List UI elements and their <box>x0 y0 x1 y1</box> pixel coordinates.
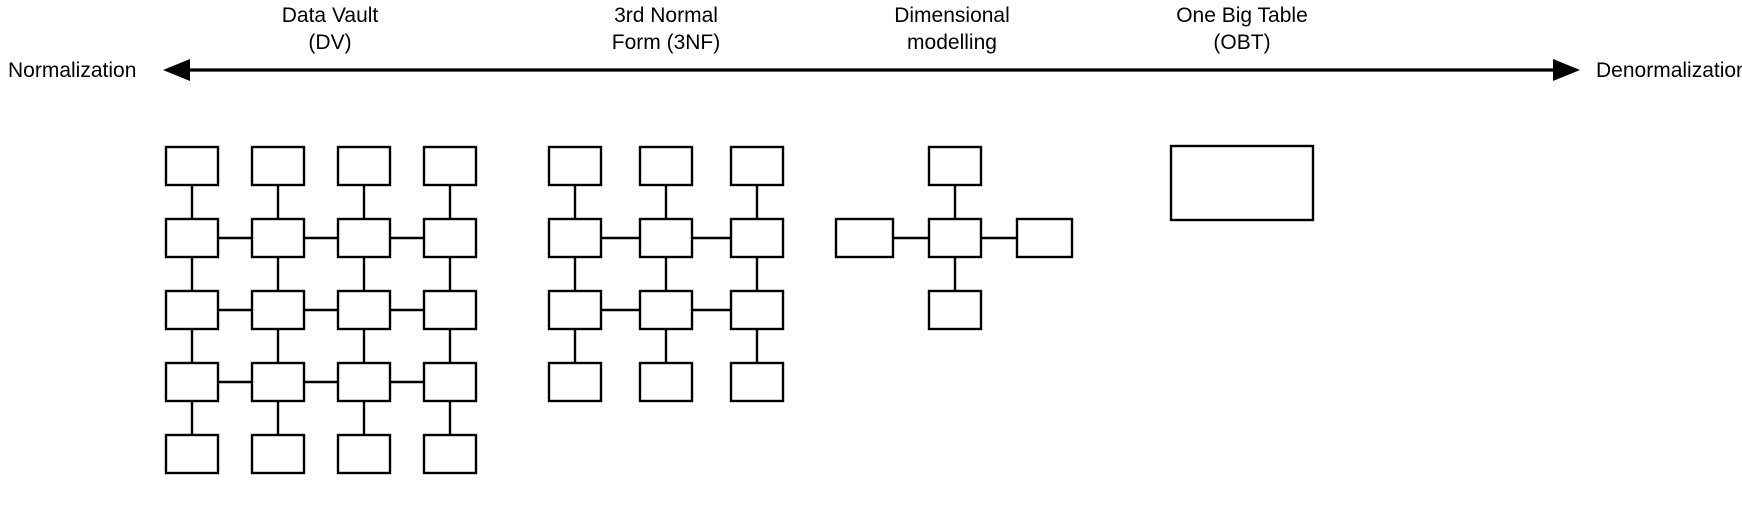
table-node[interactable] <box>336 289 392 331</box>
table-node[interactable] <box>250 361 306 403</box>
obt-node[interactable] <box>1169 144 1315 222</box>
column-title-dimensional-line1: Dimensional <box>894 4 1010 27</box>
column-title-3nf-line1: 3rd Normal <box>614 4 718 27</box>
table-node[interactable] <box>250 433 306 475</box>
column-titles: Data Vault (DV) 3rd Normal Form (3NF) Di… <box>282 4 1308 54</box>
table-node[interactable] <box>547 145 603 187</box>
table-node[interactable] <box>547 217 603 259</box>
table-node[interactable] <box>164 289 220 331</box>
table-node[interactable] <box>422 289 478 331</box>
axis-label-denormalization: Denormalization <box>1596 59 1742 82</box>
column-title-dimensional-line2: modelling <box>907 31 997 54</box>
normalization-axis: Normalization Denormalization <box>8 59 1742 82</box>
table-node[interactable] <box>547 289 603 331</box>
dimension-node-bottom[interactable] <box>927 289 983 331</box>
table-node[interactable] <box>422 145 478 187</box>
column-title-3nf-line2: Form (3NF) <box>612 31 721 54</box>
fact-node-center[interactable] <box>927 217 983 259</box>
table-node[interactable] <box>336 217 392 259</box>
dimension-node-left[interactable] <box>834 217 895 259</box>
table-node[interactable] <box>164 145 220 187</box>
cluster-one-big-table <box>1169 144 1315 222</box>
table-node[interactable] <box>638 289 694 331</box>
table-node[interactable] <box>729 361 785 403</box>
axis-label-normalization: Normalization <box>8 59 136 82</box>
table-node[interactable] <box>638 145 694 187</box>
table-node[interactable] <box>164 217 220 259</box>
column-title-data-vault-line2: (DV) <box>308 31 351 54</box>
table-node[interactable] <box>422 361 478 403</box>
dimension-node-right[interactable] <box>1015 217 1074 259</box>
cluster-third-normal-form <box>547 145 785 403</box>
table-node[interactable] <box>250 289 306 331</box>
arrow-head-left-icon <box>163 59 190 81</box>
table-node[interactable] <box>422 217 478 259</box>
table-node[interactable] <box>729 145 785 187</box>
cluster-data-vault <box>164 145 478 475</box>
column-title-obt-line1: One Big Table <box>1176 4 1308 27</box>
table-node[interactable] <box>250 217 306 259</box>
table-node[interactable] <box>638 217 694 259</box>
table-node[interactable] <box>422 433 478 475</box>
table-node[interactable] <box>336 433 392 475</box>
table-node[interactable] <box>164 433 220 475</box>
column-title-data-vault-line1: Data Vault <box>282 4 379 27</box>
table-node[interactable] <box>547 361 603 403</box>
column-title-obt-line2: (OBT) <box>1213 31 1270 54</box>
table-node[interactable] <box>336 145 392 187</box>
arrow-head-right-icon <box>1553 59 1580 81</box>
table-node[interactable] <box>250 145 306 187</box>
table-node[interactable] <box>336 361 392 403</box>
table-node[interactable] <box>729 289 785 331</box>
cluster-dimensional-modelling <box>834 145 1074 331</box>
dimension-node-top[interactable] <box>927 145 983 187</box>
table-node[interactable] <box>164 361 220 403</box>
table-node[interactable] <box>729 217 785 259</box>
table-node[interactable] <box>638 361 694 403</box>
